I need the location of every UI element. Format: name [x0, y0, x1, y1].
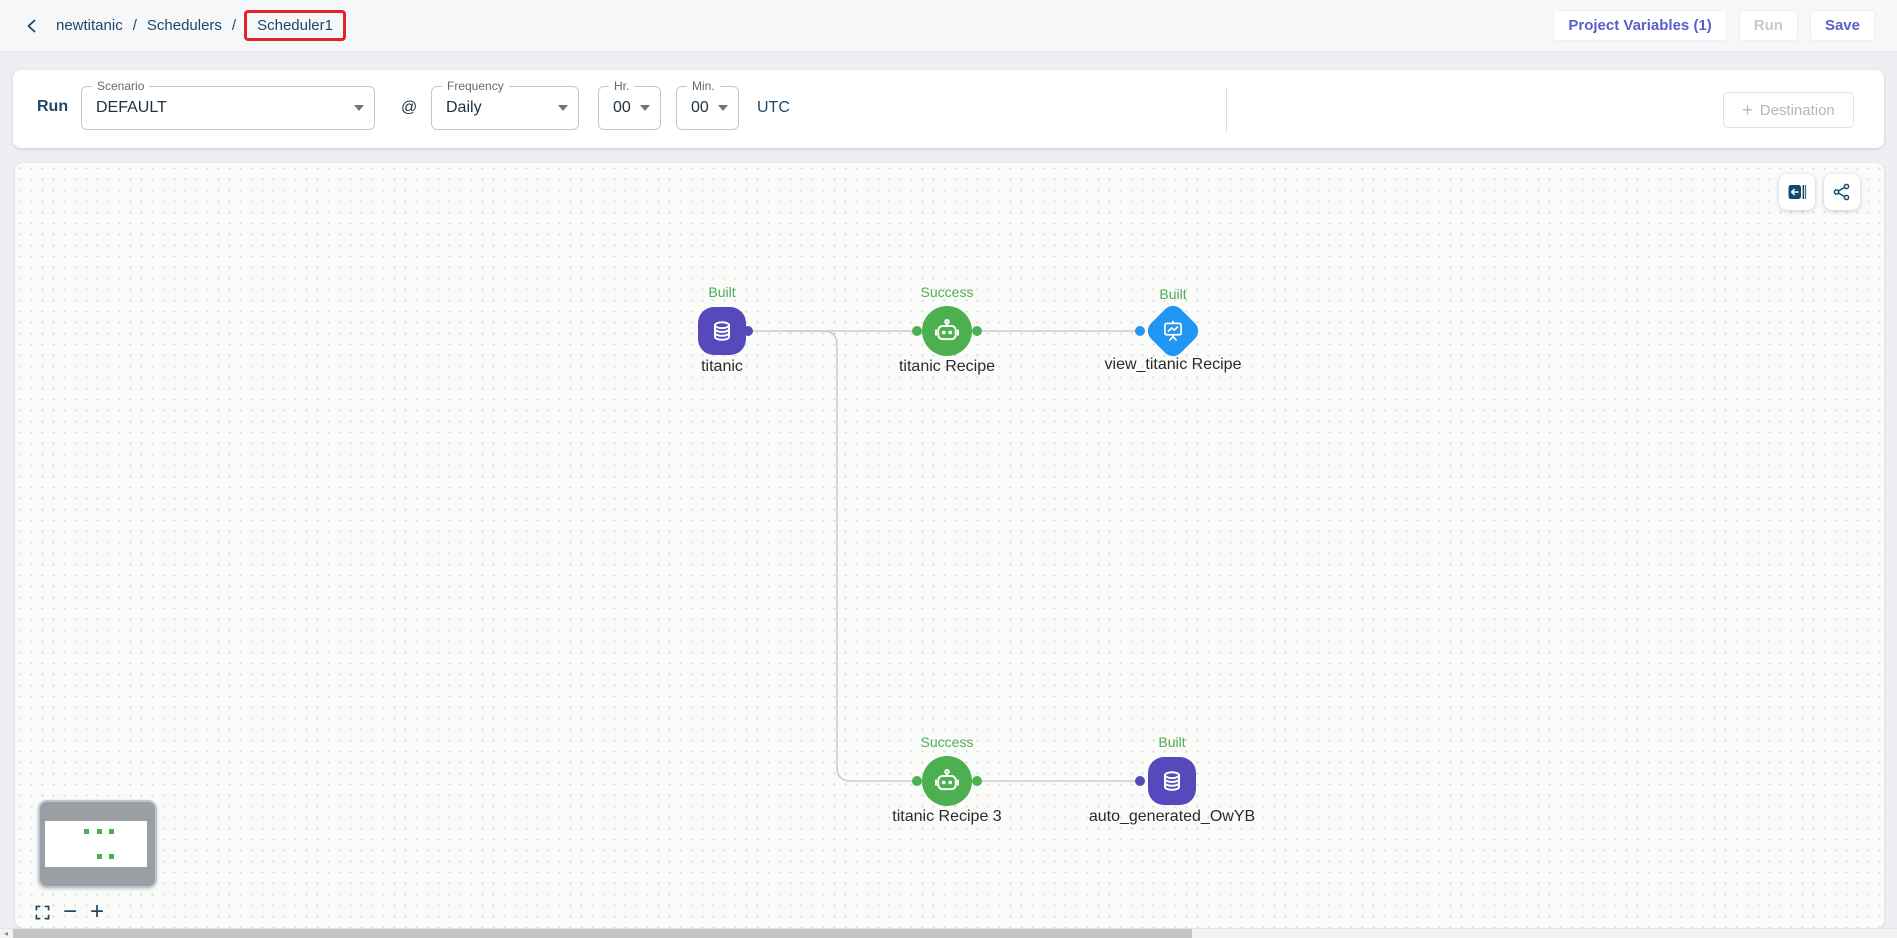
scroll-left-arrow[interactable]: ◂ — [3, 929, 8, 938]
zoom-controls: − + — [35, 898, 105, 925]
scenario-select[interactable]: Scenario DEFAULT — [81, 79, 375, 130]
minimap[interactable] — [38, 800, 157, 888]
database-icon — [714, 321, 730, 341]
node-ports — [743, 326, 1145, 786]
top-header: newtitanic / Schedulers / Scheduler1 Pro… — [0, 0, 1897, 52]
edge-titanic-to-recipe3 — [785, 330, 917, 782]
back-button[interactable] — [20, 14, 44, 38]
minute-select-label: Min. — [687, 79, 720, 93]
add-destination-button[interactable]: + Destination — [1723, 92, 1854, 128]
node-titanic-recipe[interactable] — [922, 306, 972, 356]
schedule-toolbar: Run Scenario DEFAULT @ Frequency Daily H… — [13, 70, 1884, 148]
pipeline-canvas[interactable]: Built titanic Success titanic Recipe B — [15, 163, 1884, 928]
add-destination-label: Destination — [1759, 101, 1835, 119]
robot-icon — [935, 318, 959, 341]
scenario-select-value: DEFAULT — [96, 99, 167, 116]
share-button[interactable] — [1824, 174, 1860, 210]
project-variables-button[interactable]: Project Variables (1) — [1553, 10, 1727, 41]
collapse-panel-icon — [1788, 185, 1807, 199]
scrollbar-thumb[interactable] — [13, 929, 1192, 938]
breadcrumb-current-highlighted[interactable]: Scheduler1 — [244, 10, 346, 41]
frequency-select-value: Daily — [446, 99, 482, 116]
run-button-header[interactable]: Run — [1738, 10, 1798, 41]
chevron-down-icon — [558, 105, 568, 111]
minute-select[interactable]: Min. 00 — [676, 79, 739, 130]
node-auto-generated-owyb[interactable] — [1148, 757, 1196, 805]
breadcrumb-project[interactable]: newtitanic — [56, 17, 123, 34]
hour-select[interactable]: Hr. 00 — [598, 79, 661, 130]
robot-icon — [935, 768, 959, 791]
collapse-panel-button[interactable] — [1779, 174, 1815, 210]
pipeline-edges — [743, 326, 1145, 786]
minimap-node-dot — [84, 829, 89, 834]
share-icon — [1833, 183, 1850, 201]
minimap-node-dot — [97, 854, 102, 859]
node-titanic[interactable] — [698, 307, 746, 355]
scenario-select-label: Scenario — [92, 79, 150, 93]
timezone-label: UTC — [757, 99, 790, 116]
toolbar-divider — [1226, 88, 1227, 132]
presentation-chart-icon — [1164, 320, 1182, 341]
minimap-node-dot — [109, 829, 114, 834]
chevron-down-icon — [718, 105, 728, 111]
breadcrumb-separator: / — [231, 17, 237, 34]
minimap-viewport[interactable] — [45, 821, 147, 867]
breadcrumb: newtitanic / Schedulers / Scheduler1 — [52, 10, 346, 41]
run-schedule-label: Run — [37, 98, 69, 115]
canvas-toolbar — [1779, 174, 1860, 210]
node-titanic-recipe-3[interactable] — [922, 756, 972, 806]
frequency-select[interactable]: Frequency Daily — [431, 79, 579, 130]
minimap-node-dot — [97, 829, 102, 834]
zoom-out-button[interactable]: − — [63, 898, 78, 925]
fit-to-screen-button[interactable] — [35, 905, 50, 920]
hour-select-value: 00 — [613, 99, 631, 116]
fit-screen-icon — [35, 905, 50, 919]
minute-select-value: 00 — [691, 99, 709, 116]
header-actions: Project Variables (1) Run Save — [1553, 10, 1875, 41]
plus-icon: + — [1742, 100, 1753, 120]
node-view-titanic-recipe[interactable] — [1143, 301, 1203, 361]
minimap-node-dot — [109, 854, 114, 859]
horizontal-scrollbar[interactable]: ◂ — [0, 928, 1897, 938]
breadcrumb-separator: / — [132, 17, 137, 34]
chevron-left-icon — [27, 19, 36, 32]
zoom-in-button[interactable]: + — [90, 898, 105, 925]
database-icon — [1164, 771, 1180, 791]
save-button[interactable]: Save — [1809, 10, 1875, 41]
at-symbol: @ — [401, 99, 418, 116]
frequency-select-label: Frequency — [442, 79, 509, 93]
hour-select-label: Hr. — [609, 79, 635, 93]
chevron-down-icon — [354, 105, 364, 111]
breadcrumb-schedulers[interactable]: Schedulers — [146, 17, 222, 34]
chevron-down-icon — [640, 105, 650, 111]
